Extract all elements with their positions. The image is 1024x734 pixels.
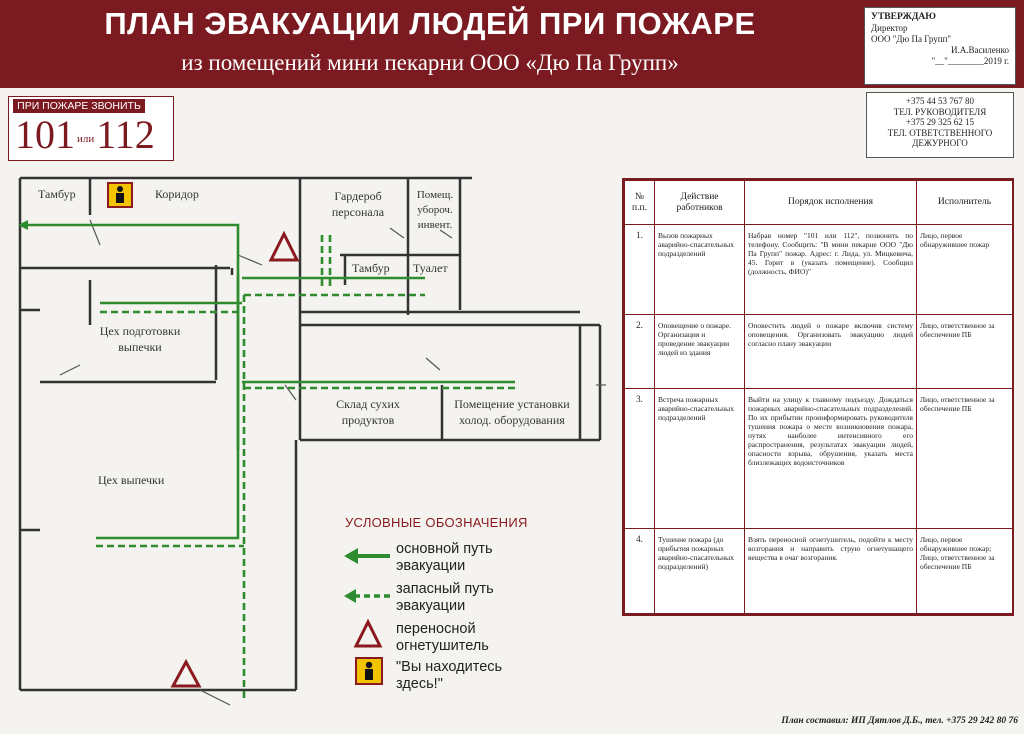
- floor-plan: Тамбур Коридор Гардероб персонала Помещ.…: [0, 160, 620, 720]
- you-are-here-icon: [107, 182, 133, 208]
- row-action: Вызов пожарных аварийно-спасательных под…: [654, 224, 745, 315]
- room-baking: Цех выпечки: [98, 473, 165, 487]
- row-executor: Лицо, ответственное за обеспечение ПБ: [916, 314, 1013, 389]
- manager-phone-label: ТЕЛ. РУКОВОДИТЕЛЯ: [893, 106, 987, 117]
- table-row: 1. Вызов пожарных аварийно-спасательных …: [624, 224, 1013, 315]
- door-marks: [59, 219, 606, 706]
- approval-signer: И.А.Василенко: [950, 45, 1009, 55]
- actions-table: № п.п. Действие работников Порядок испол…: [622, 178, 1014, 616]
- room-wardrobe: Гардероб персонала: [331, 189, 385, 219]
- row-number: 1.: [624, 224, 655, 315]
- phones-block: +375 44 53 767 80 ТЕЛ. РУКОВОДИТЕЛЯ +375…: [866, 92, 1014, 158]
- emergency-number-1: 101: [15, 112, 75, 157]
- row-number: 2.: [624, 314, 655, 389]
- main-evacuation-route: [25, 223, 515, 540]
- row-executor: Лицо, первое обнаружившее пожар; Лицо, о…: [916, 528, 1013, 614]
- row-action: Тушение пожара (до прибытия пожарных ава…: [654, 528, 745, 614]
- room-corridor: Коридор: [155, 187, 199, 201]
- spare-evacuation-route: [96, 235, 515, 700]
- floor-plan-drawing: [18, 176, 606, 706]
- approval-company: ООО "Дю Па Групп": [871, 34, 952, 44]
- plan-title: ПЛАН ЭВАКУАЦИИ ЛЮДЕЙ ПРИ ПОЖАРЕ: [104, 6, 756, 41]
- actions-table-grid: № п.п. Действие работников Порядок испол…: [624, 180, 1013, 614]
- room-warehouse: Склад сухих продуктов: [336, 397, 400, 427]
- row-order: Выйти на улицу к главному подъезду. Дожд…: [744, 388, 917, 529]
- room-tambur-2: Тамбур: [352, 261, 390, 275]
- legend-extinguisher-label: переносной огнетушитель: [396, 621, 489, 654]
- table-row: 3. Встреча пожарных аварийно-спасательны…: [624, 388, 1013, 529]
- legend-spare-route-label: запасный путь эвакуации: [396, 581, 494, 614]
- duty-phone-label: ТЕЛ. ОТВЕТСТВЕННОГО: [887, 127, 993, 138]
- row-order: Оповестить людей о пожаре включив систем…: [744, 314, 917, 389]
- col-header-number: № п.п.: [624, 180, 655, 225]
- route-arrowheads: [18, 220, 28, 230]
- room-tambur-1: Тамбур: [38, 187, 76, 201]
- legend-main-route-icon: [344, 548, 390, 564]
- room-toilet: Туалет: [413, 261, 448, 275]
- footer-author: План составил: ИП Дятлов Д.Б., тел. +375…: [781, 716, 1018, 726]
- approval-position: Директор: [871, 23, 908, 33]
- col-header-action: Действие работников: [654, 180, 745, 225]
- row-executor: Лицо, первое обнаружившее пожар: [916, 224, 1013, 315]
- header-banner: ПЛАН ЭВАКУАЦИИ ЛЮДЕЙ ПРИ ПОЖАРЕ из помещ…: [0, 0, 1024, 88]
- row-action: Оповещение о пожаре. Организация и прове…: [654, 314, 745, 389]
- table-row: 4. Тушение пожара (до прибытия пожарных …: [624, 528, 1013, 614]
- room-prep: Цех подготовки выпечки: [99, 324, 181, 354]
- row-executor: Лицо, ответственное за обеспечение ПБ: [916, 388, 1013, 529]
- extinguisher-icon: [170, 658, 202, 688]
- legend-main-route-label: основной путь эвакуации: [396, 541, 493, 574]
- plan-subtitle: из помещений мини пекарни ООО «Дю Па Гру…: [181, 50, 679, 75]
- legend-you-are-here-icon: [355, 657, 383, 685]
- row-number: 3.: [624, 388, 655, 529]
- emergency-or: или: [77, 132, 95, 145]
- extinguisher-icon: [268, 230, 300, 262]
- duty-phone-label-2: ДЕЖУРНОГО: [912, 138, 968, 148]
- room-cleaning: Помещ. убороч. инвент.: [416, 189, 454, 231]
- table-row: 2. Оповещение о пожаре. Организация и пр…: [624, 314, 1013, 389]
- duty-phone: +375 29 325 62 15: [905, 117, 975, 127]
- row-number: 4.: [624, 528, 655, 614]
- col-header-executor: Исполнитель: [916, 180, 1013, 225]
- approval-block: УТВЕРЖДАЮ Директор ООО "Дю Па Групп" И.А…: [864, 7, 1016, 85]
- legend-title: УСЛОВНЫЕ ОБОЗНАЧЕНИЯ: [345, 515, 528, 530]
- walls: [18, 176, 602, 692]
- approval-date: "__"________2019 г.: [931, 56, 1009, 66]
- legend-extinguisher-icon: [353, 618, 383, 648]
- legend-spare-route-icon: [344, 589, 390, 603]
- row-action: Встреча пожарных аварийно-спасательных п…: [654, 388, 745, 529]
- room-cooling: Помещение установки холод. оборудования: [454, 397, 570, 427]
- manager-phone: +375 44 53 767 80: [905, 96, 975, 106]
- emergency-call-label: ПРИ ПОЖАРЕ ЗВОНИТЬ: [13, 99, 145, 113]
- legend-symbols: [344, 548, 390, 685]
- approval-heading: УТВЕРЖДАЮ: [871, 12, 936, 22]
- row-order: Набрав номер "101 или 112", позвонить по…: [744, 224, 917, 315]
- col-header-order: Порядок исполнения: [744, 180, 917, 225]
- emergency-number-2: 112: [96, 112, 155, 157]
- table-header-row: № п.п. Действие работников Порядок испол…: [624, 180, 1013, 225]
- row-order: Взять переносной огнетушитель, подойти к…: [744, 528, 917, 614]
- legend-you-are-here-label: "Вы находитесь здесь!": [396, 659, 503, 692]
